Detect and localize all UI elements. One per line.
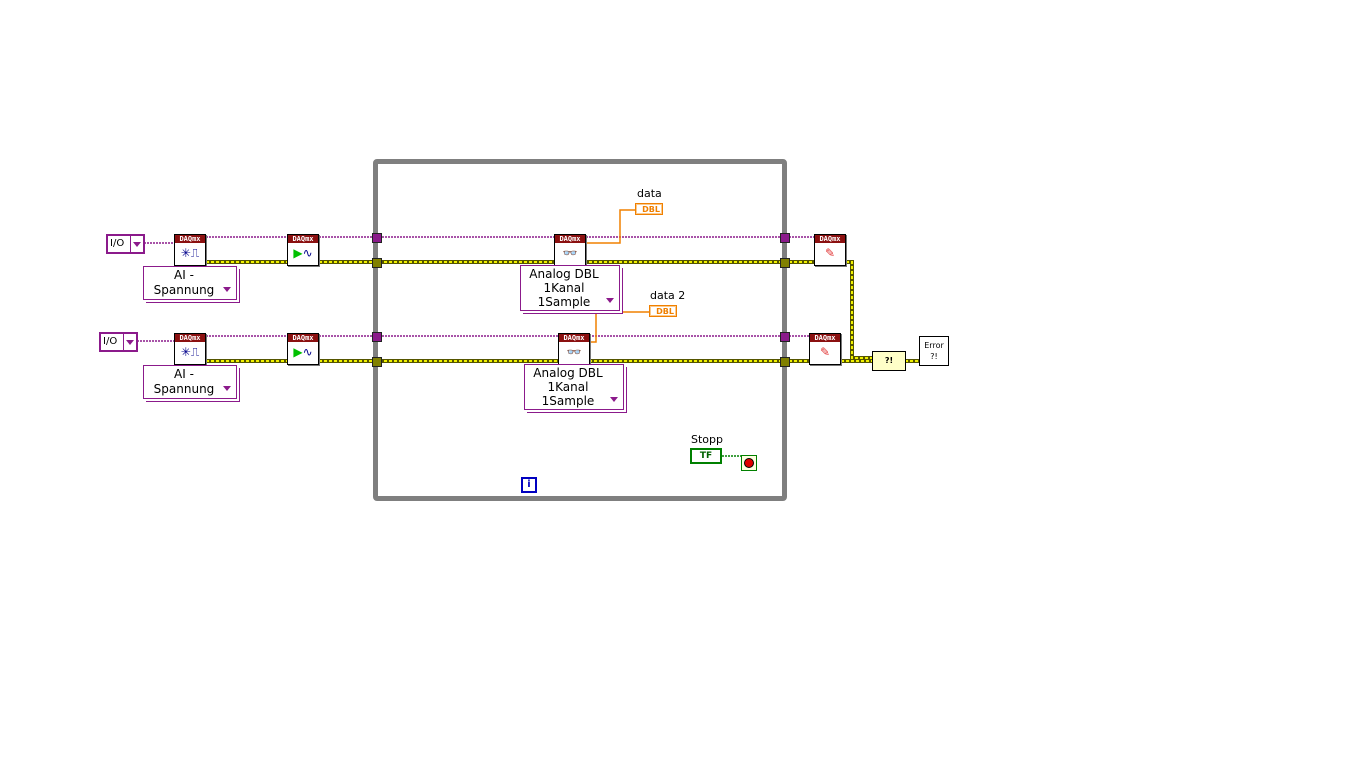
iteration-terminal: i bbox=[521, 477, 537, 493]
indicator-label-data: data bbox=[637, 187, 662, 200]
indicator-data[interactable]: DBL bbox=[635, 203, 663, 215]
vi-header: DAQmx bbox=[288, 235, 318, 243]
glasses-icon: 👓 bbox=[562, 246, 578, 260]
play-icon: ▶∿ bbox=[293, 345, 313, 359]
task-tunnel-out-2 bbox=[780, 332, 790, 342]
vi-header: DAQmx bbox=[559, 334, 589, 342]
eraser-icon: ✎ bbox=[819, 345, 831, 359]
dropdown-icon bbox=[223, 287, 231, 292]
vi-header: DAQmx bbox=[810, 334, 840, 342]
indicator-data-2[interactable]: DBL bbox=[649, 305, 677, 317]
read-vi-2[interactable]: DAQmx 👓 bbox=[558, 333, 590, 365]
ring-line-2: 1Kanal 1Sample bbox=[537, 281, 591, 309]
merge-errors-node[interactable]: ?! bbox=[872, 351, 906, 371]
read-vi-1[interactable]: DAQmx 👓 bbox=[554, 234, 586, 266]
create-channel-icon: ✳⎍ bbox=[180, 246, 200, 260]
error-tunnel-in-2 bbox=[372, 357, 382, 367]
vi-header: DAQmx bbox=[288, 334, 318, 342]
channel-type-ring-1[interactable]: AI - Spannung bbox=[143, 266, 237, 300]
eraser-icon: ✎ bbox=[824, 246, 836, 260]
dropdown-icon[interactable] bbox=[130, 236, 143, 252]
vi-header: DAQmx bbox=[555, 235, 585, 243]
ring-line-1: Analog DBL bbox=[533, 366, 603, 380]
dropdown-icon[interactable] bbox=[123, 334, 136, 350]
task-constant-value: I/O bbox=[103, 336, 118, 347]
create-channel-icon: ✳⎍ bbox=[180, 345, 200, 359]
dropdown-icon bbox=[223, 386, 231, 391]
vi-header: DAQmx bbox=[175, 334, 205, 342]
error-tunnel-in-1 bbox=[372, 258, 382, 268]
create-channel-vi-1[interactable]: DAQmx ✳⎍ bbox=[174, 234, 206, 266]
dropdown-icon bbox=[610, 397, 618, 402]
error-tunnel-out-2 bbox=[780, 357, 790, 367]
stop-label: Stopp bbox=[691, 433, 723, 446]
vi-header: DAQmx bbox=[175, 235, 205, 243]
ring-label: AI - Spannung bbox=[153, 367, 215, 396]
stop-terminal[interactable] bbox=[741, 455, 757, 471]
stop-icon bbox=[744, 458, 754, 468]
boolean-constant[interactable]: TF bbox=[690, 448, 722, 464]
while-loop[interactable] bbox=[373, 159, 787, 501]
task-tunnel-out-1 bbox=[780, 233, 790, 243]
task-constant-1[interactable]: I/O bbox=[106, 234, 145, 254]
vi-header: DAQmx bbox=[815, 235, 845, 243]
dropdown-icon bbox=[606, 298, 614, 303]
task-constant-2[interactable]: I/O bbox=[99, 332, 138, 352]
ring-line-2: 1Kanal 1Sample bbox=[541, 380, 595, 408]
data-wires bbox=[586, 209, 649, 343]
task-tunnel-in-1 bbox=[372, 233, 382, 243]
clear-task-vi-2[interactable]: DAQmx ✎ bbox=[809, 333, 841, 365]
error-tunnel-out-1 bbox=[780, 258, 790, 268]
simple-error-handler[interactable]: Error ?! bbox=[919, 336, 949, 366]
ring-label: AI - Spannung bbox=[153, 268, 215, 297]
play-icon: ▶∿ bbox=[293, 246, 313, 260]
ring-line-1: Analog DBL bbox=[529, 267, 599, 281]
task-tunnel-in-2 bbox=[372, 332, 382, 342]
start-task-vi-1[interactable]: DAQmx ▶∿ bbox=[287, 234, 319, 266]
glasses-icon: 👓 bbox=[566, 345, 582, 359]
clear-task-vi-1[interactable]: DAQmx ✎ bbox=[814, 234, 846, 266]
start-task-vi-2[interactable]: DAQmx ▶∿ bbox=[287, 333, 319, 365]
indicator-label-data-2: data 2 bbox=[650, 289, 686, 302]
task-constant-value: I/O bbox=[110, 238, 125, 249]
task-wires bbox=[134, 236, 814, 342]
channel-type-ring-2[interactable]: AI - Spannung bbox=[143, 365, 237, 399]
create-channel-vi-2[interactable]: DAQmx ✳⎍ bbox=[174, 333, 206, 365]
